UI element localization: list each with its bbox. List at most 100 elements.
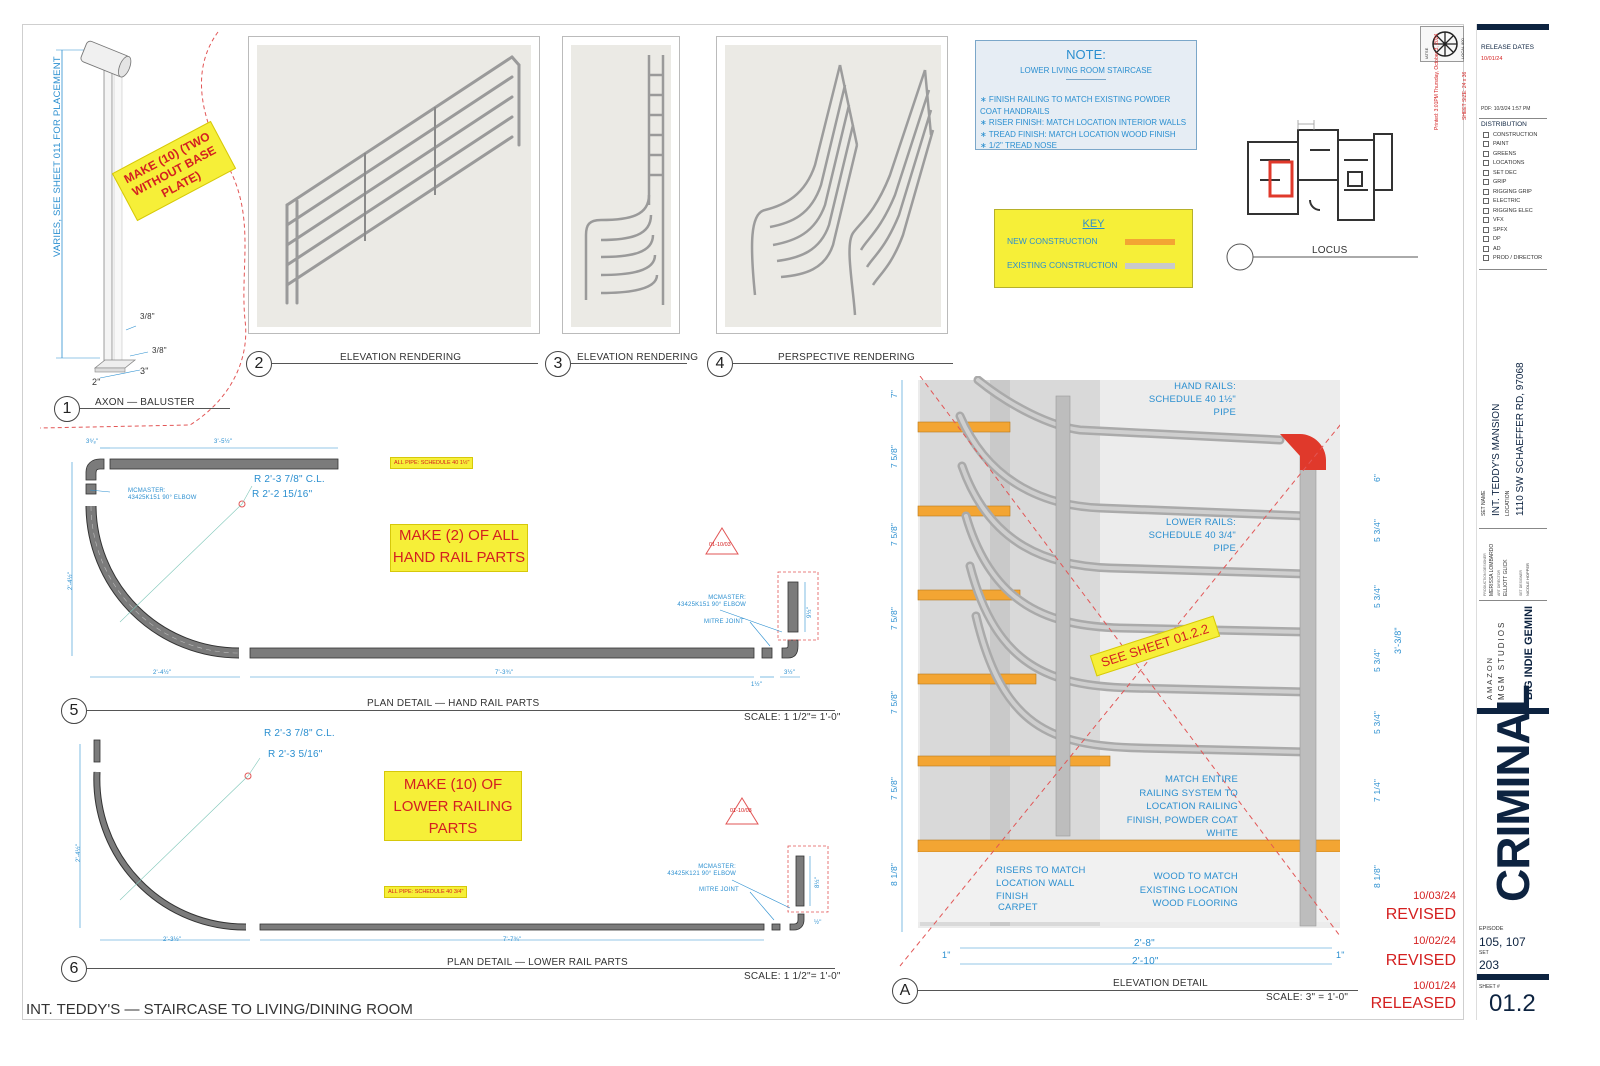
hr-radius: R 2'-2 15/16" xyxy=(252,489,313,500)
episode-label: EPISODE xyxy=(1479,926,1504,932)
hr-dim-bottom-left: 2'-4½" xyxy=(153,670,172,676)
baluster-axon-drawing xyxy=(40,31,247,429)
distribution-item-label: AD xyxy=(1493,245,1501,252)
distribution-item-label: CONSTRUCTION xyxy=(1493,131,1538,138)
view2-number: 2 xyxy=(246,351,272,377)
lowerrail-plan-drawing xyxy=(79,739,829,941)
revision-status: REVISED xyxy=(1385,952,1456,969)
checkbox-icon[interactable] xyxy=(1483,169,1489,176)
sheet-number-label: SHEET # xyxy=(1479,984,1500,990)
title-block: RELEASE DATES 10/01/24 PDF: 10/3/24 1:57… xyxy=(1476,24,1549,1020)
checkbox-icon[interactable] xyxy=(1483,236,1489,243)
checkbox-icon[interactable] xyxy=(1483,207,1489,214)
checkbox-icon[interactable] xyxy=(1483,255,1489,262)
release-dates-label: RELEASE DATES xyxy=(1481,44,1534,51)
view1-title: AXON — BALUSTER xyxy=(95,397,195,408)
hr-dim-bottom-long: 7'-3¾" xyxy=(495,670,514,676)
credit-role: ART DIRECTOR xyxy=(1497,569,1501,596)
elevation-detail-drawing xyxy=(899,376,1340,967)
set-number: 203 xyxy=(1479,958,1500,972)
elevation-right-dim: 5 3/4" xyxy=(1372,648,1382,672)
distribution-item-label: PAINT xyxy=(1493,141,1509,148)
elev-match-note: MATCH ENTIRE RAILING SYSTEM TO LOCATION … xyxy=(1126,774,1238,839)
elevation-right-dim: 5 3/4" xyxy=(1372,710,1382,734)
checkbox-icon[interactable] xyxy=(1483,131,1489,138)
distribution-item: PROD / DIRECTOR xyxy=(1483,254,1542,264)
credit-name: NICOLE HOPPER xyxy=(1525,563,1530,596)
elevation-void-cross xyxy=(899,376,1340,967)
view5-title: PLAN DETAIL — HAND RAIL PARTS xyxy=(367,698,540,709)
distribution-item: DP xyxy=(1483,235,1542,245)
checkbox-icon[interactable] xyxy=(1483,150,1489,157)
elevation-left-dim: 7 5/8" xyxy=(889,522,899,546)
checkbox-icon[interactable] xyxy=(1483,198,1489,205)
view2-railing-rendering xyxy=(285,55,521,305)
checkbox-icon[interactable] xyxy=(1483,226,1489,233)
checkbox-icon[interactable] xyxy=(1483,179,1489,186)
release-date: 10/01/24 xyxy=(1481,56,1503,62)
baluster-cap xyxy=(80,40,132,78)
elevation-left-dim: 7 5/8" xyxy=(889,444,899,468)
revision-status: RELEASED xyxy=(1370,995,1456,1012)
elevation-left-dim: 7 5/8" xyxy=(889,690,899,714)
hr-elbow-note: MCMASTER: 43425K151 90° ELBOW xyxy=(128,488,197,501)
hr-ref-tag: 01-10/03 xyxy=(709,542,731,548)
view6-scale: SCALE: 1 1/2"= 1'-0" xyxy=(744,971,841,982)
baluster-dim-a: 3/8" xyxy=(140,312,155,321)
distribution-item-label: VFX xyxy=(1493,217,1504,224)
union-stamp: IATSE LOCAL 800 xyxy=(1420,26,1465,62)
distribution-label: DISTRIBUTION xyxy=(1481,121,1527,128)
view4-number: 4 xyxy=(707,351,733,377)
hr-dim-left: 2'-4½" xyxy=(68,571,74,590)
view4-render-frame xyxy=(716,36,948,334)
checkbox-icon[interactable] xyxy=(1483,160,1489,167)
hr-pipe-tag: ALL PIPE: SCHEDULE 40 1½" xyxy=(390,457,474,469)
location-label: LOCATION xyxy=(1505,490,1511,516)
note-box: NOTE: LOWER LIVING ROOM STAIRCASE ∗ FINI… xyxy=(975,40,1197,150)
view5-scale: SCALE: 1 1/2"= 1'-0" xyxy=(744,712,841,723)
episode: 105, 107 xyxy=(1479,935,1526,949)
distribution-item: AD xyxy=(1483,244,1542,254)
view6-number: 6 xyxy=(61,956,87,982)
elevation-left-dim: 7" xyxy=(889,389,899,398)
hr-dim-left-small: 3⁶⁄₈" xyxy=(86,439,99,445)
lr-dim-vert: 8½" xyxy=(815,876,821,888)
pdf-timestamp: PDF: 10/3/24 1:57 PM xyxy=(1481,106,1531,112)
elevation-elbow-highlight xyxy=(1280,434,1326,470)
locus-highlight xyxy=(1268,160,1294,198)
hr-make-callout: MAKE (2) OF ALL HAND RAIL PARTS xyxy=(390,524,528,572)
elevation-left-dim: 7 5/8" xyxy=(889,606,899,630)
set-name: INT. TEDDY'S MANSION xyxy=(1491,403,1502,516)
view1-boundary-line xyxy=(40,31,247,429)
viewA-scale: SCALE: 3" = 1'-0" xyxy=(1266,992,1349,1003)
distribution-item-label: PROD / DIRECTOR xyxy=(1493,255,1543,262)
hr-dim-vert: 9½" xyxy=(807,606,813,618)
lr-elbow-note: MCMASTER: 43425K121 90° ELBOW xyxy=(667,864,736,877)
note-item: ∗ RISER FINISH: MATCH LOCATION INTERIOR … xyxy=(980,118,1187,127)
distribution-item: VFX xyxy=(1483,216,1542,226)
viewA-title: ELEVATION DETAIL xyxy=(1113,978,1208,989)
set-label: SET xyxy=(1479,950,1489,956)
note-subtitle: LOWER LIVING ROOM STAIRCASE xyxy=(1020,66,1152,75)
elevation-right-dim: 6" xyxy=(1372,473,1382,482)
lr-dim-left: 2'-4½" xyxy=(76,843,82,862)
sheet-title: INT. TEDDY'S — STAIRCASE TO LIVING/DININ… xyxy=(26,1001,413,1018)
union-local: LOCAL 800 xyxy=(1460,38,1465,59)
elev-dim-1b: 1" xyxy=(1336,950,1345,960)
elev-dim-210: 2'-10" xyxy=(1132,956,1159,967)
distribution-item-label: GRIP xyxy=(1493,179,1507,186)
distribution-item-label: DP xyxy=(1493,236,1501,243)
checkbox-icon[interactable] xyxy=(1483,217,1489,224)
checkbox-icon[interactable] xyxy=(1483,245,1489,252)
revision-date: 10/02/24 xyxy=(1413,935,1456,947)
checkbox-icon[interactable] xyxy=(1483,141,1489,148)
lr-pipe-tag: ALL PIPE: SCHEDULE 40 3/4" xyxy=(384,886,468,898)
hr-dim-small: 1½" xyxy=(751,682,763,688)
credit-role: PRODUCTION DESIGNER xyxy=(1483,553,1487,596)
hr-mitre-note: MITRE JOINT xyxy=(704,619,744,625)
key-box: KEY NEW CONSTRUCTION EXISTING CONSTRUCTI… xyxy=(994,209,1193,288)
elevation-post-right xyxy=(1299,455,1317,927)
distribution-item: GRIP xyxy=(1483,178,1542,188)
checkbox-icon[interactable] xyxy=(1483,188,1489,195)
